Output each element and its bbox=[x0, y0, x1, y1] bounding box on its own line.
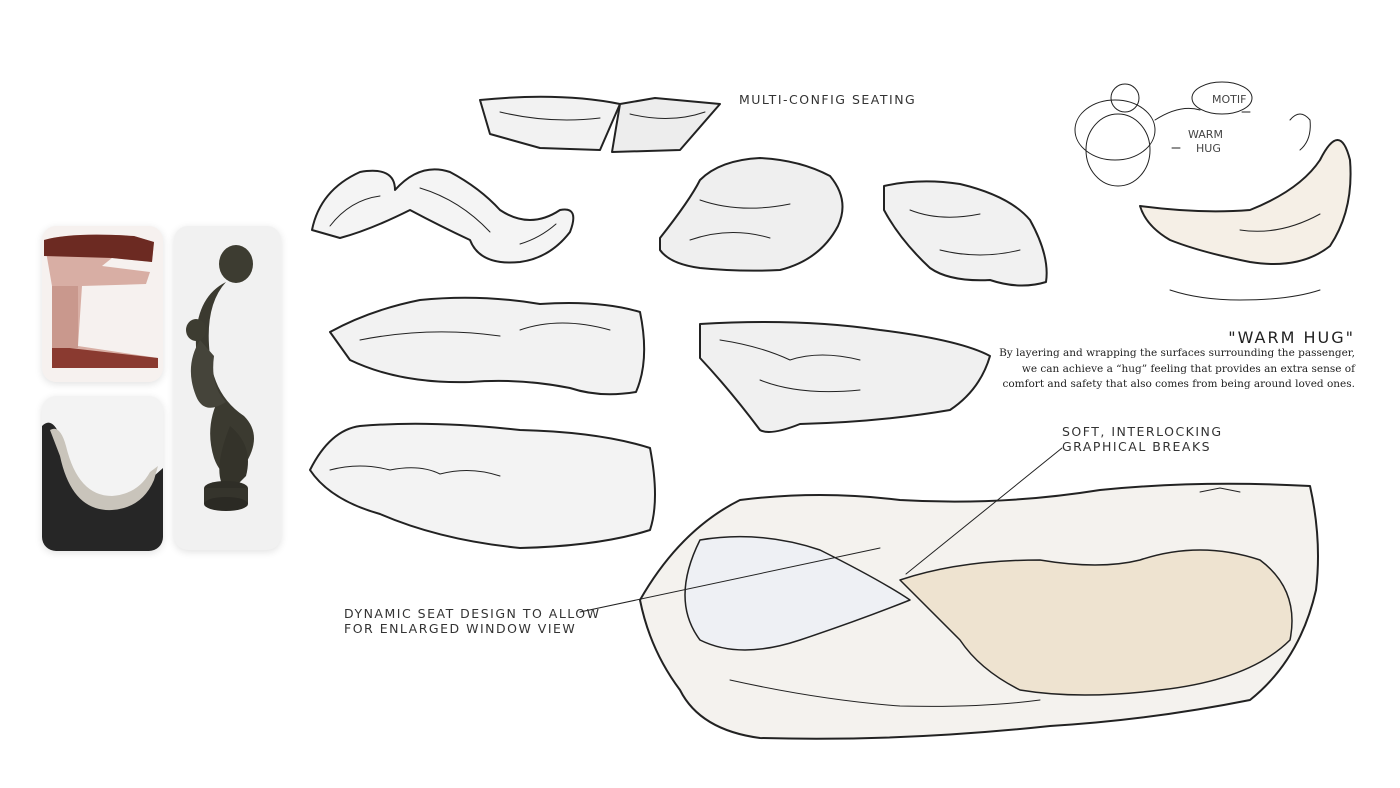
label-dynamic-seat: DYNAMIC SEAT DESIGN TO ALLOW FOR ENLARGE… bbox=[344, 606, 601, 636]
reference-image-felt-chair bbox=[42, 396, 163, 551]
sketch-lounge-left bbox=[311, 168, 575, 264]
note-hug: HUG bbox=[1196, 142, 1221, 155]
sketch-main-render bbox=[639, 482, 1319, 740]
reference-image-chair bbox=[42, 226, 163, 382]
note-warm: WARM bbox=[1188, 128, 1223, 141]
warm-hug-line-2: we can achieve a “hug” feeling that prov… bbox=[1021, 362, 1355, 375]
reference-image-sculpture bbox=[174, 226, 281, 550]
sketch-warm-hug-seat bbox=[1139, 113, 1352, 301]
sketch-interlock-center bbox=[659, 157, 844, 272]
sketch-seat-pod bbox=[883, 180, 1048, 287]
sketch-wave-seat bbox=[699, 321, 991, 433]
warm-hug-description: By layering and wrapping the surfaces su… bbox=[975, 346, 1355, 393]
label-soft-interlocking: SOFT, INTERLOCKING GRAPHICAL BREAKS bbox=[1062, 424, 1223, 454]
sketch-tray-seat bbox=[309, 422, 656, 549]
dynamic-line-2: FOR ENLARGED WINDOW VIEW bbox=[344, 621, 577, 636]
leader-line-soft bbox=[905, 447, 1063, 575]
soft-line-1: SOFT, INTERLOCKING bbox=[1062, 424, 1223, 439]
leader-line-dynamic bbox=[579, 547, 881, 613]
warm-hug-title: "WARM HUG" bbox=[1228, 328, 1355, 347]
note-motif: MOTIF bbox=[1212, 93, 1246, 106]
label-multi-config: MULTI-CONFIG SEATING bbox=[739, 92, 917, 107]
soft-line-2: GRAPHICAL BREAKS bbox=[1062, 439, 1212, 454]
warm-hug-line-3: comfort and safety that also comes from … bbox=[1002, 378, 1355, 390]
sketch-motif bbox=[1074, 81, 1253, 187]
warm-hug-line-1: By layering and wrapping the surfaces su… bbox=[999, 347, 1355, 359]
dynamic-line-1: DYNAMIC SEAT DESIGN TO ALLOW bbox=[344, 606, 601, 621]
sketch-long-seat bbox=[329, 296, 646, 396]
sketch-multi-config-top bbox=[479, 95, 721, 153]
